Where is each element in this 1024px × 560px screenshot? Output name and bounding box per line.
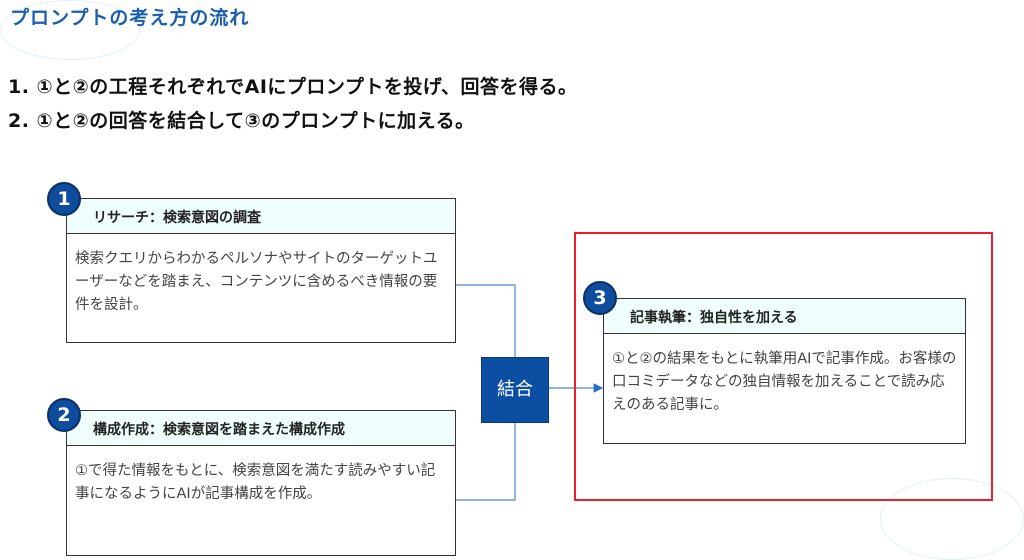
- step-number-badge: 3: [583, 281, 617, 315]
- step-1: 1. ①と②の工程それぞれでAIにプロンプトを投げ、回答を得る。: [8, 76, 578, 98]
- box-header: 構成作成：検索意図を踏まえた構成作成: [67, 411, 455, 446]
- page-title: プロンプトの考え方の流れ: [10, 7, 250, 29]
- box-body: 検索クエリからわかるペルソナやサイトのターゲットユーザーなどを踏まえ、コンテンツ…: [75, 251, 438, 313]
- box-body: ①で得た情報をもとに、検索意図を満たす読みやすい記事になるようにAIが記事構成を…: [75, 463, 436, 502]
- step-number-badge: 1: [47, 182, 81, 216]
- connector-outline-to-join: [455, 423, 516, 501]
- writing-box: 記事執筆：独自性を加える ①と②の結果をもとに執筆用AIで記事作成。お客様の口コ…: [603, 298, 966, 444]
- connector-research-to-join: [455, 284, 516, 357]
- box-body: ①と②の結果をもとに執筆用AIで記事作成。お客様の口コミデータなどの独自情報を加…: [612, 351, 957, 413]
- box-header: リサーチ：検索意図の調査: [67, 199, 455, 234]
- step-2: 2. ①と②の回答を結合して③のプロンプトに加える。: [8, 110, 475, 132]
- join-node: 結合: [481, 357, 549, 423]
- highlight-frame: [574, 232, 993, 501]
- background-decoration: [0, 0, 140, 60]
- box-header: 記事執筆：独自性を加える: [604, 299, 965, 334]
- outline-box: 構成作成：検索意図を踏まえた構成作成 ①で得た情報をもとに、検索意図を満たす読み…: [66, 410, 456, 556]
- step-number-badge: 2: [47, 398, 81, 432]
- research-box: リサーチ：検索意図の調査 検索クエリからわかるペルソナやサイトのターゲットユーザ…: [66, 198, 456, 343]
